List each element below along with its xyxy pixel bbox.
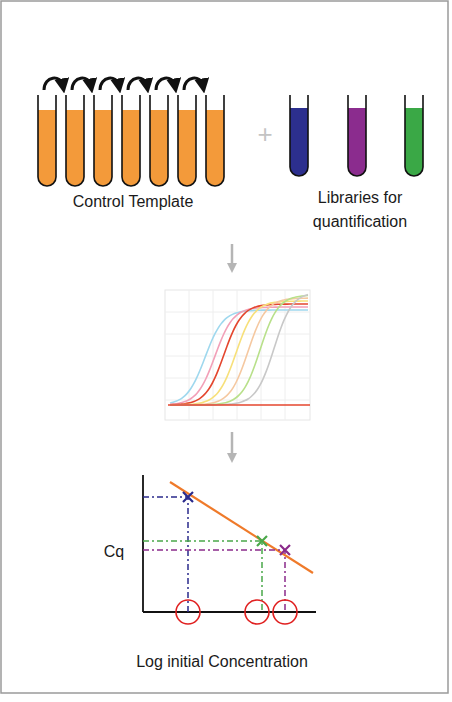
dilution-arrows — [44, 78, 203, 90]
caption-label: Log initial Concentration — [92, 650, 352, 674]
flow-arrow — [231, 244, 234, 268]
caption-label: Control Template — [33, 190, 233, 214]
flow-arrow — [231, 432, 234, 458]
standard-curve — [143, 475, 316, 624]
caption-label: Libraries for quantification — [285, 186, 435, 234]
caption-label: Cq — [94, 540, 134, 564]
plus-sign: + — [250, 122, 280, 146]
frame — [1, 1, 448, 693]
amplification-plot — [165, 290, 310, 420]
tube-group — [38, 95, 423, 186]
